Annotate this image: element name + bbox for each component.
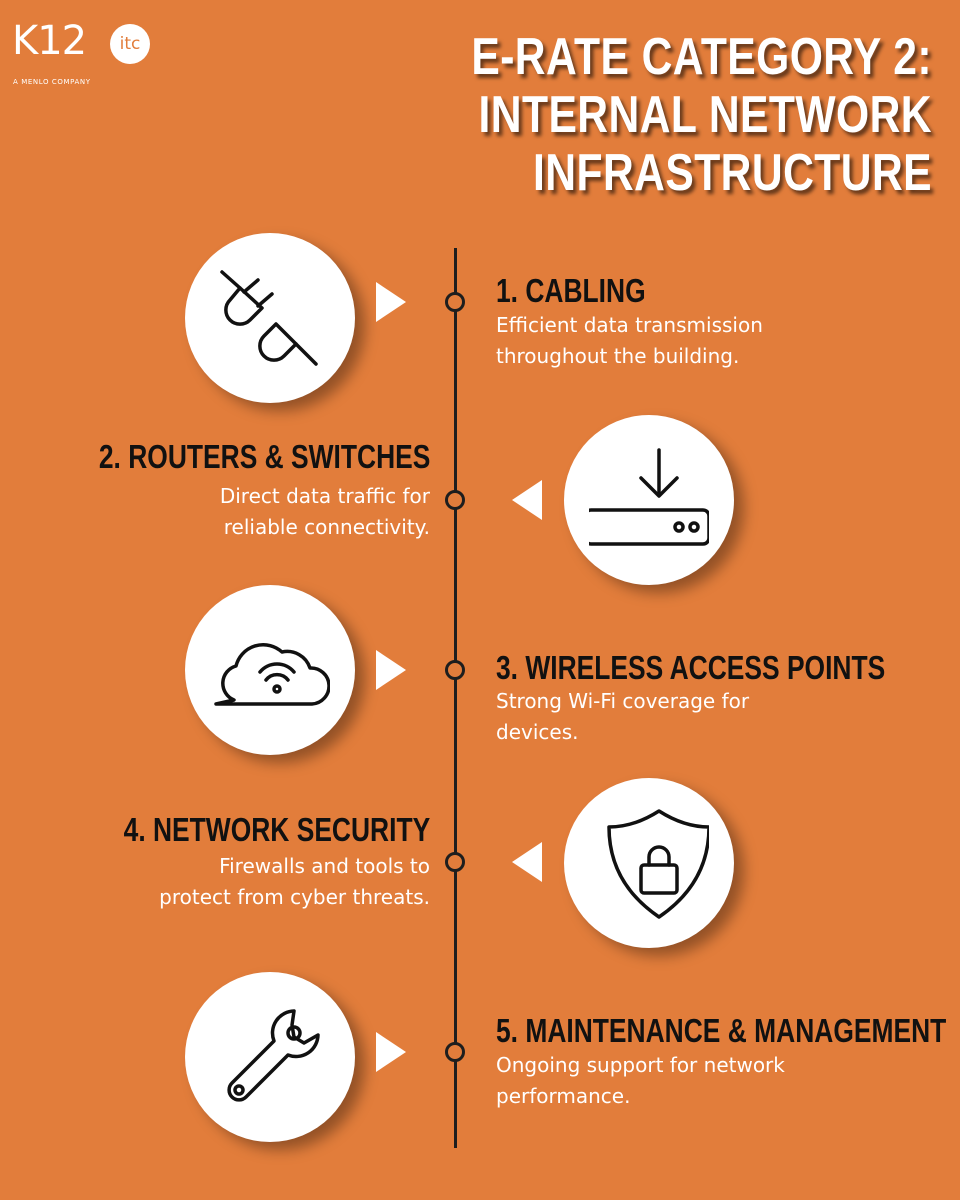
item-heading-security: 4. NETWORK SECURITY [123,811,430,848]
item-desc-routers: Direct data traffic for reliable connect… [219,484,430,539]
router-icon-bubble [564,415,734,585]
item-heading-routers: 2. ROUTERS & SWITCHES [98,438,431,475]
timeline-node [445,1042,465,1062]
bubble-pointer [376,1032,406,1072]
timeline-line [454,248,457,1148]
item-heading-maintenance: 5. MAINTENANCE & MANAGEMENT [496,1012,947,1049]
plug-icon-bubble [185,233,355,403]
timeline-node [445,660,465,680]
timeline-node [445,490,465,510]
plug-icon [220,270,318,366]
bubble-pointer [376,650,406,690]
cloud-wifi-icon [214,642,330,706]
brand-logo: K12 itc A MENLO COMPANY [12,18,152,86]
item-heading-wireless: 3. WIRELESS ACCESS POINTS [496,649,886,686]
wrench-icon-bubble [185,972,355,1142]
shield-lock-icon [607,809,709,919]
item-desc-security: Firewalls and tools to protect from cybe… [159,854,430,909]
timeline-node [445,852,465,872]
wrench-icon [227,1009,320,1102]
title-line-2: INTERNAL NETWORK INFRASTRUCTURE [478,86,932,202]
item-desc-maintenance: Ongoing support for network performance. [496,1053,785,1108]
logo-subtitle: A MENLO COMPANY [13,78,91,86]
item-desc-wireless: Strong Wi-Fi coverage for devices. [496,689,750,744]
cloud-wifi-icon-bubble [185,585,355,755]
logo-text: K12 [12,18,87,64]
page-title: E-RATE CATEGORY 2: INTERNAL NETWORK INFR… [260,28,932,202]
item-desc-cabling: Efficient data transmission throughout t… [496,313,763,368]
bubble-pointer [376,282,406,322]
item-heading-cabling: 1. CABLING [496,272,646,309]
title-line-1: E-RATE CATEGORY 2: [471,28,932,86]
bubble-pointer [512,842,542,882]
router-icon [589,448,709,546]
logo-badge: itc [110,24,150,64]
timeline-node [445,292,465,312]
bubble-pointer [512,480,542,520]
shield-lock-icon-bubble [564,778,734,948]
